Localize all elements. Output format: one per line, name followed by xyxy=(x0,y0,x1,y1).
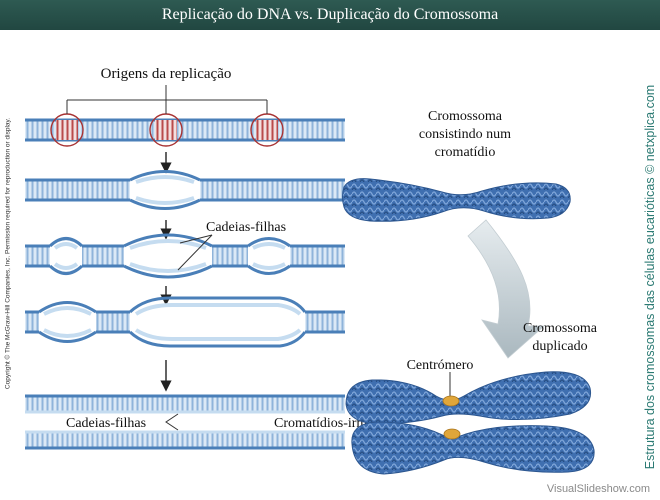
label-duplicated-line2: duplicado xyxy=(532,339,587,354)
label-duplicated-line1: Cromossoma xyxy=(523,321,598,336)
centromere-marker-top xyxy=(442,395,460,407)
daughter-strands-bracket xyxy=(165,413,179,431)
label-daughter-strands-bottom: Cadeias-filhas xyxy=(66,416,146,431)
duplicated-chromosome xyxy=(345,371,595,475)
origins-pointer-lines xyxy=(66,85,268,114)
dna-stage-2 xyxy=(25,170,345,210)
watermark: VisualSlideshow.com xyxy=(546,483,650,495)
label-single-chromosome-line3: cromatídio xyxy=(435,145,496,160)
centromere-marker-bottom xyxy=(443,428,461,440)
sister-chromatid-top xyxy=(345,371,592,425)
label-daughter-strands-mid: Cadeias-filhas xyxy=(206,220,286,235)
dna-stage-1 xyxy=(25,113,345,147)
label-centromere: Centrómero xyxy=(407,358,474,373)
label-single-chromosome-line1: Cromossoma xyxy=(428,109,503,124)
diagram-canvas: Origens da replicação xyxy=(25,66,598,475)
dna-stage-4 xyxy=(25,296,345,348)
daughter-strands-pointers xyxy=(177,234,213,271)
side-caption: Estrutura dos cromossomas das células eu… xyxy=(643,84,657,470)
label-single-chromosome-line2: consistindo num xyxy=(419,127,511,142)
dna-daughter-molecule-top xyxy=(25,394,345,414)
sister-chromatid-bottom xyxy=(351,421,595,475)
single-chromatid-chromosome xyxy=(342,178,571,222)
dna-stage-3 xyxy=(25,233,345,279)
label-origins: Origens da replicação xyxy=(101,66,232,82)
duplication-arrow xyxy=(467,219,546,359)
slide-title: Replicação do DNA vs. Duplicação do Crom… xyxy=(0,0,660,30)
dna-daughter-molecule-bottom xyxy=(25,430,345,450)
copyright-notice: Copyright © The McGraw-Hill Companies, I… xyxy=(4,117,12,390)
